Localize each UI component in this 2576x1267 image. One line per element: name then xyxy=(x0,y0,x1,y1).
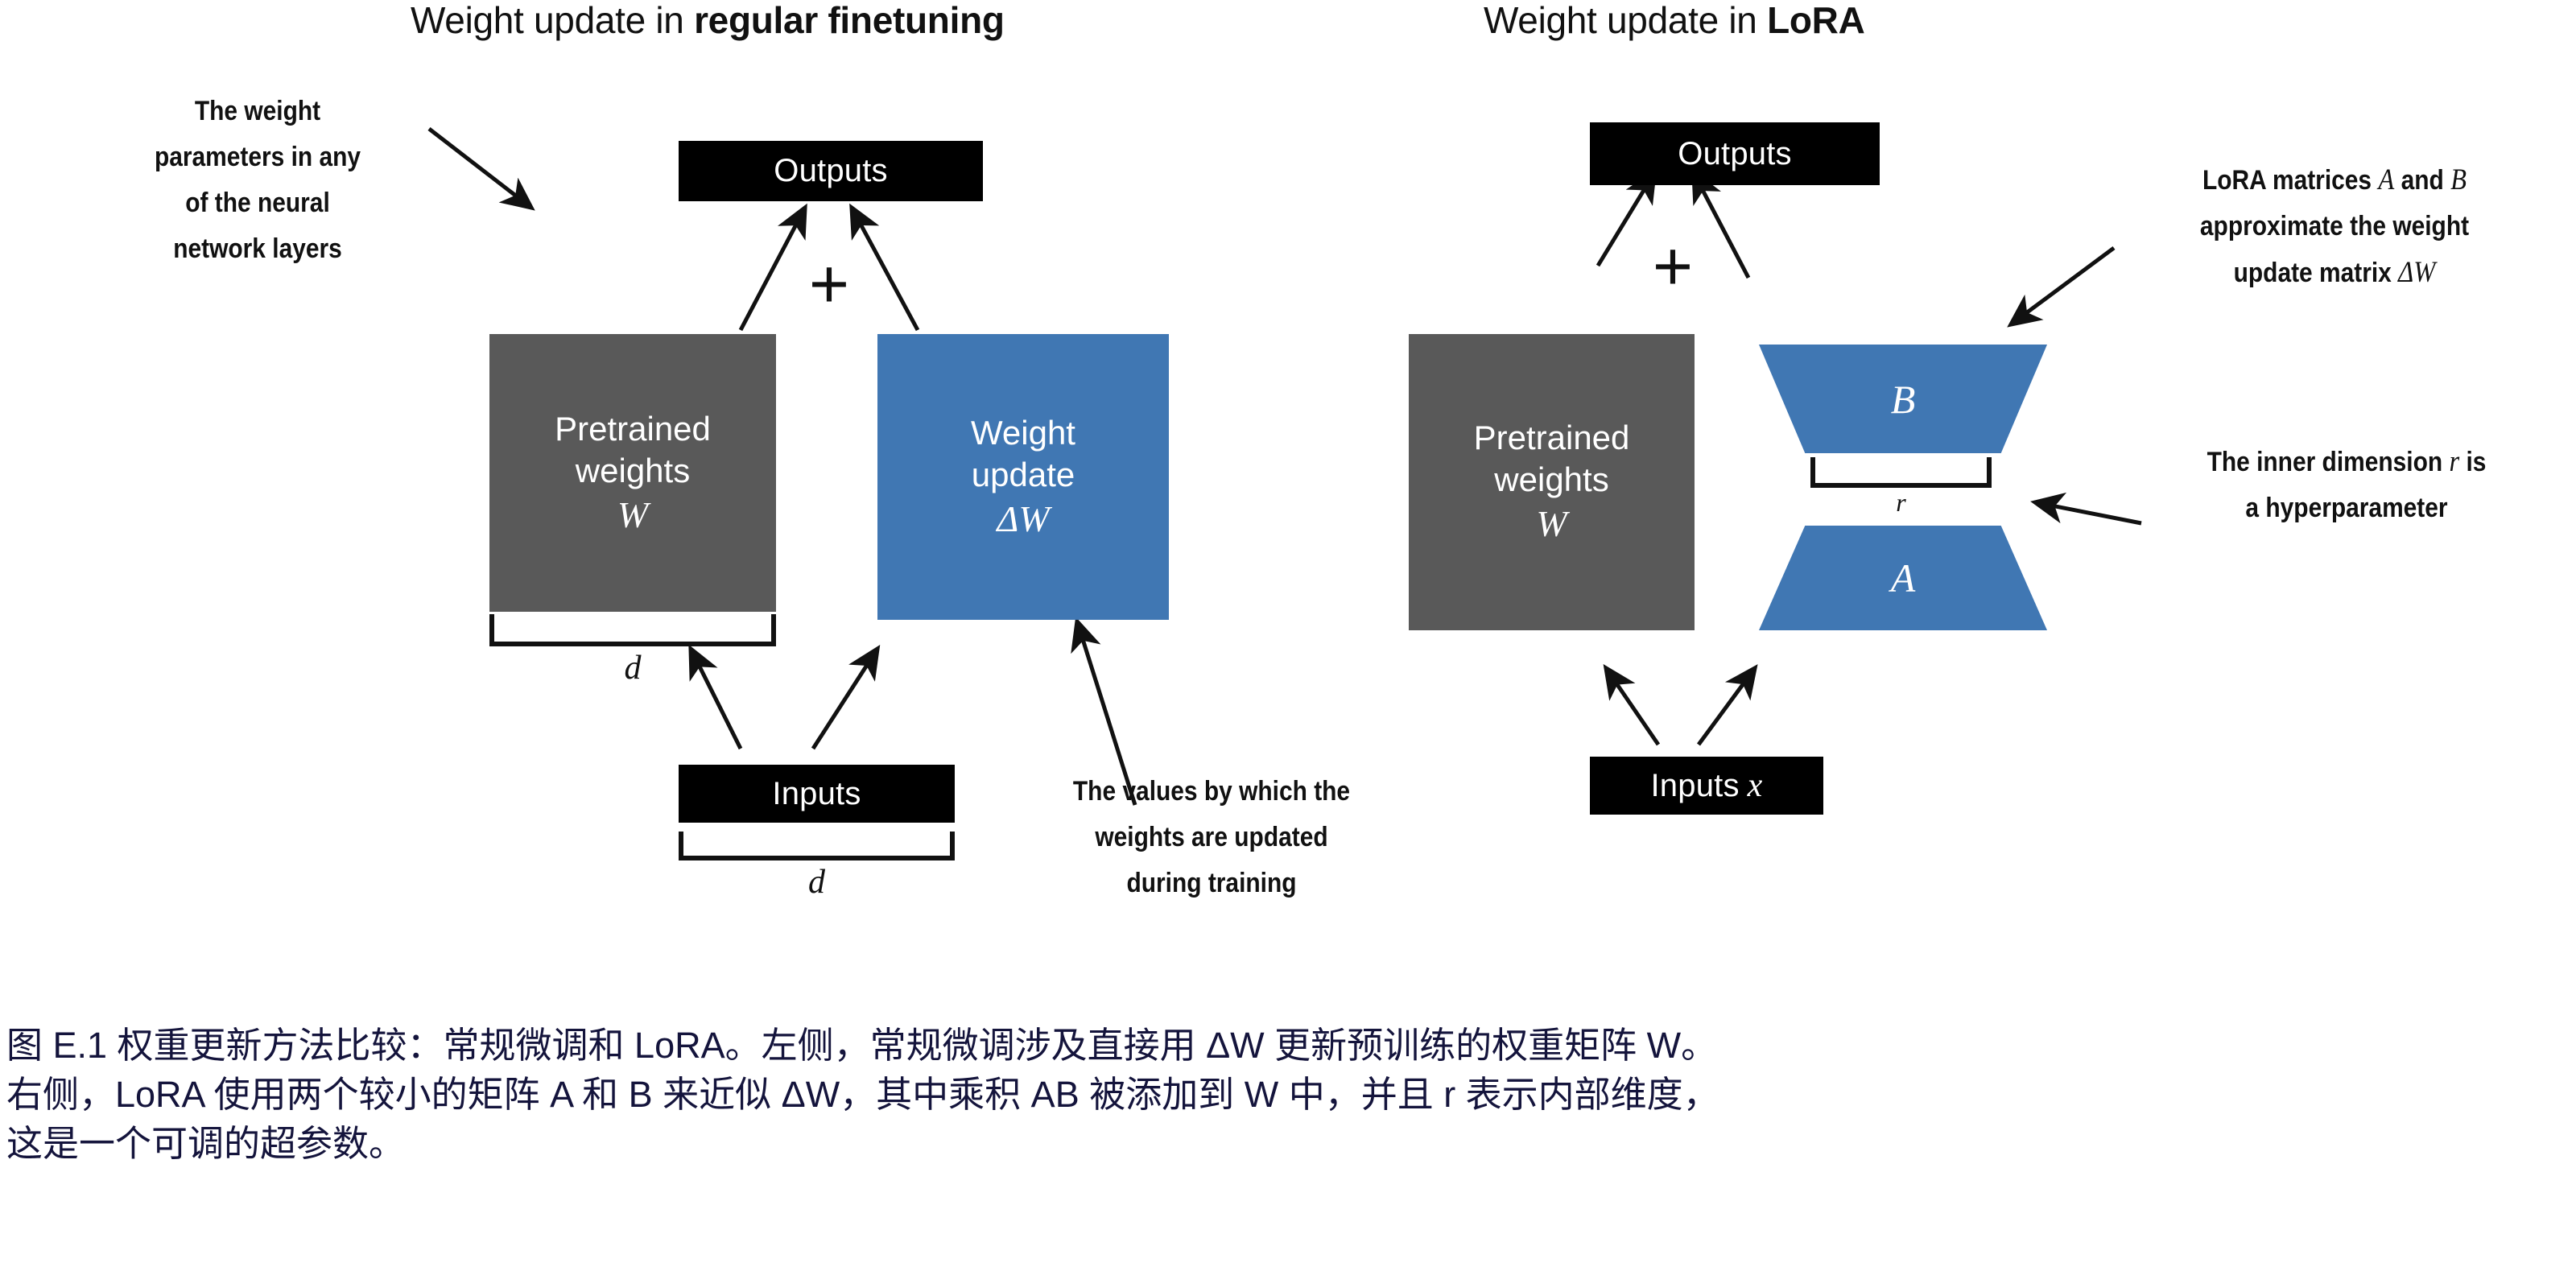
annotation-line: The weight xyxy=(194,96,321,126)
panel-title-lora: Weight update in LoRA xyxy=(1484,0,1865,42)
annotation-lora-matrices: LoRA matrices A and B approximate the we… xyxy=(2129,157,2540,296)
plus-symbol-left: + xyxy=(808,246,850,323)
caption-line: 图 E.1 权重更新方法比较：常规微调和 LoRA。左侧，常规微调涉及直接用 Δ… xyxy=(6,1025,1718,1066)
inner-dimension-label-r: r xyxy=(1896,488,1906,517)
annotation-weight-parameters: The weight parameters in any of the neur… xyxy=(89,89,427,272)
pretrained-weights-box-right: Pretrained weights W xyxy=(1409,334,1695,630)
pretrained-weights-box-left: Pretrained weights W xyxy=(489,334,776,612)
panel-title-prefix: Weight update in xyxy=(1484,0,1768,41)
annotation-line: during training xyxy=(1126,868,1297,898)
outputs-box-left: Outputs xyxy=(679,141,983,201)
annotation-inner-dimension: The inner dimension r is a hyperparamete… xyxy=(2141,439,2552,531)
lora-matrix-a: A xyxy=(1759,526,2047,630)
panel-title-regular-finetuning: Weight update in regular finetuning xyxy=(411,0,1005,42)
annotation-line: The inner dimension r is xyxy=(2207,445,2487,478)
pretrained-weights-line2: weights xyxy=(1494,460,1609,498)
annotation-line: a hyperparameter xyxy=(2245,493,2448,523)
caption-line: 这是一个可调的超参数。 xyxy=(6,1123,406,1164)
inputs-label: Inputs xyxy=(1650,767,1740,803)
dimension-label-d-bottom: d xyxy=(808,864,825,901)
annotation-line: network layers xyxy=(173,233,342,264)
pretrained-weights-line2: weights xyxy=(575,451,691,489)
plus-symbol-right: + xyxy=(1652,228,1694,305)
lora-matrix-b: B xyxy=(1759,345,2047,453)
pretrained-weights-symbol: W xyxy=(1536,503,1567,544)
annotation-line: The values by which the xyxy=(1072,776,1351,807)
annotation-line: weights are updated xyxy=(1095,822,1328,852)
weight-update-box: Weight update ΔW xyxy=(877,334,1169,620)
annotation-line: update matrix ΔW xyxy=(2233,256,2436,289)
inner-dimension-bracket xyxy=(1810,457,1992,488)
outputs-box-right: Outputs xyxy=(1590,122,1880,185)
pretrained-weights-line1: Pretrained xyxy=(1473,419,1630,456)
pretrained-weights-line1: Pretrained xyxy=(555,409,711,448)
dimension-bracket-top xyxy=(489,614,776,646)
dimension-bracket-bottom xyxy=(679,832,955,860)
annotation-line: LoRA matrices A and B xyxy=(2202,163,2467,196)
annotation-values-updated: The values by which the weights are upda… xyxy=(982,769,1441,906)
annotation-line: approximate the weight xyxy=(2199,211,2470,241)
panel-title-emphasis: LoRA xyxy=(1767,0,1865,41)
weight-update-symbol: ΔW xyxy=(997,497,1050,539)
figure-caption: 图 E.1 权重更新方法比较：常规微调和 LoRA。左侧，常规微调涉及直接用 Δ… xyxy=(6,1021,2576,1168)
annotation-line: of the neural xyxy=(185,188,330,218)
inputs-symbol: x xyxy=(1747,767,1763,804)
pretrained-weights-symbol: W xyxy=(617,493,649,535)
weight-update-line1: Weight xyxy=(971,413,1075,452)
annotation-line: parameters in any xyxy=(154,142,361,172)
dimension-label-d-top: d xyxy=(624,650,642,687)
caption-line: 右侧，LoRA 使用两个较小的矩阵 A 和 B 来近似 ΔW，其中乘积 AB 被… xyxy=(6,1074,1719,1115)
panel-title-emphasis: regular finetuning xyxy=(694,0,1005,41)
panel-title-prefix: Weight update in xyxy=(411,0,695,41)
weight-update-line2: update xyxy=(971,455,1075,493)
inputs-box-left: Inputs xyxy=(679,765,955,823)
